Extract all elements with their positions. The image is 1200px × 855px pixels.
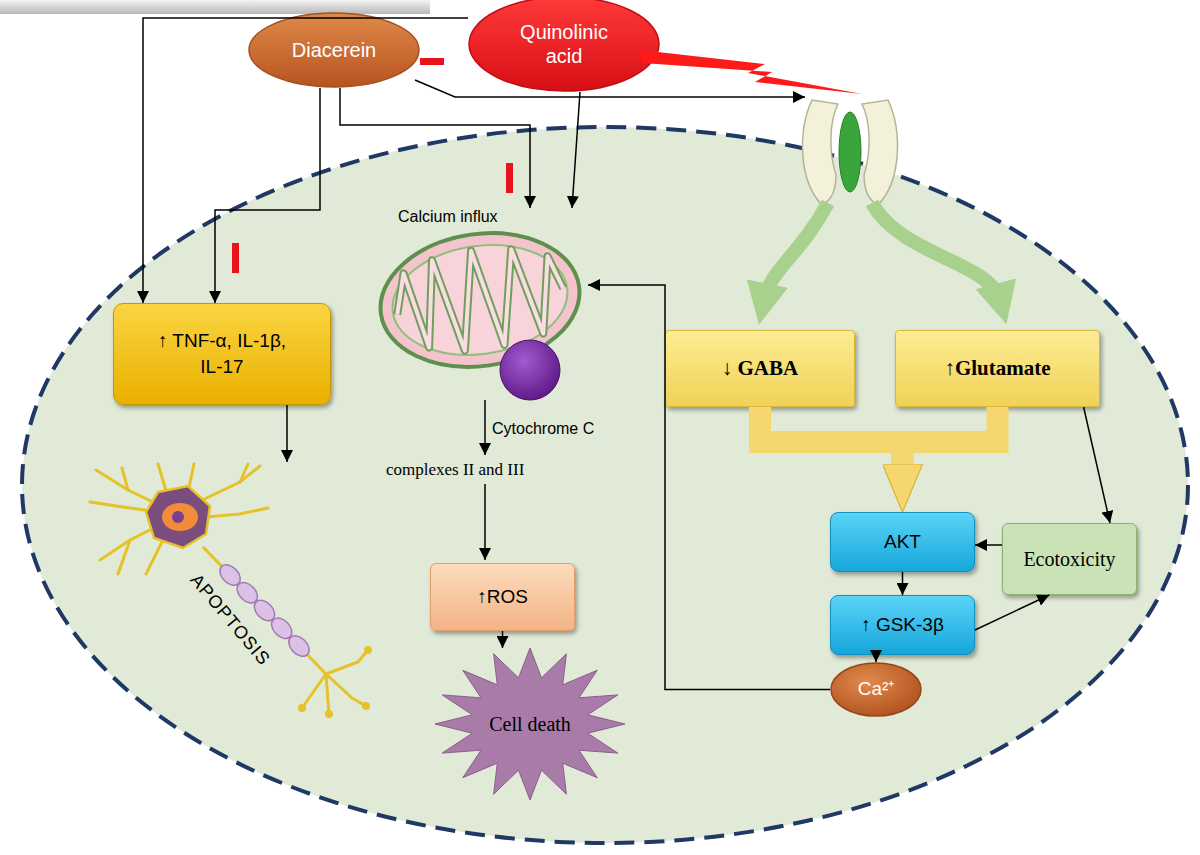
- pathway-connector: [215, 88, 320, 303]
- release-arrow: [764, 203, 828, 300]
- ellipse-outline: [469, 0, 659, 91]
- text-holder: Cell death: [435, 648, 625, 800]
- axon-terminal: [326, 674, 366, 706]
- receptor-channel: [803, 100, 838, 205]
- channel-pore: [839, 112, 861, 192]
- drug-ellipse: Diacerein: [248, 12, 420, 88]
- node-text: Cell death: [489, 713, 571, 736]
- dendrite: [122, 468, 128, 490]
- inhibition-bar: [232, 243, 239, 273]
- shape-outline: [378, 208, 588, 408]
- inhibition-bar: [506, 163, 513, 193]
- pathway-connector: [760, 407, 903, 482]
- nucleus: [162, 503, 198, 531]
- text-holder: ↓ GABA: [666, 331, 854, 406]
- pathway-connector: [903, 407, 998, 482]
- pathway-connector: [975, 544, 1002, 546]
- inhibition-minus: [420, 58, 444, 65]
- node-text: ↑Glutamate: [944, 356, 1050, 381]
- terminal-knob: [325, 710, 333, 718]
- lightning-bolt: [640, 50, 862, 94]
- node-text: Quinolinic acid: [509, 20, 619, 68]
- cristae: [390, 239, 570, 359]
- kinase-box: AKT: [830, 512, 975, 572]
- effect-box: Ecotoxicity: [1002, 523, 1137, 595]
- ellipse-outline: [831, 663, 921, 716]
- toxin-ellipse: Quinolinic acid: [468, 0, 660, 92]
- text-holder: Ca²⁺: [830, 662, 922, 717]
- text-holder: ↑ TNF-α, IL-1β, IL-17: [114, 304, 330, 404]
- pathway-connector: [340, 88, 530, 208]
- cytochrome-ball: [500, 340, 560, 400]
- dendrite: [198, 466, 260, 502]
- pathway-label: complexes II and III: [386, 460, 524, 480]
- cell-boundary: [22, 127, 1188, 843]
- axon-terminal: [302, 674, 326, 708]
- nucleolus: [172, 511, 184, 523]
- neuron-illustration: APOPTOSIS: [88, 462, 368, 722]
- pathway-connector: [875, 655, 877, 662]
- node-text: Calcium influx: [398, 208, 498, 226]
- node-text: ↑ TNF-α, IL-1β, IL-17: [147, 328, 297, 379]
- text-holder: Quinolinic acid: [468, 0, 660, 92]
- pathway-connector: [902, 572, 904, 595]
- terminal-knob: [298, 704, 306, 712]
- pathway-connector: [572, 92, 580, 208]
- axon-terminal: [326, 674, 329, 714]
- cristae: [390, 239, 570, 359]
- pathway-connector: [502, 631, 504, 648]
- neurotransmitter-box: ↑Glutamate: [895, 330, 1100, 407]
- dendrite: [146, 540, 163, 574]
- pathway-connector: [975, 595, 1049, 630]
- text-holder: Diacerein: [248, 12, 420, 88]
- pathway-connector: [1084, 407, 1110, 523]
- cell-body: [146, 486, 210, 548]
- myelin-sheath: [285, 632, 313, 660]
- pathway-arrow: [484, 484, 486, 560]
- dendrite: [118, 540, 130, 574]
- star-outline: [435, 648, 625, 800]
- text-holder: ↑ GSK-3β: [831, 596, 974, 654]
- terminal-knob: [362, 702, 370, 710]
- node-text: Diacerein: [292, 38, 376, 62]
- receptor-channel: [862, 100, 897, 205]
- text-holder: Ecotoxicity: [1003, 524, 1136, 594]
- ros-box: ↑ROS: [430, 563, 575, 631]
- pathway-label: Cytochrome C: [492, 420, 594, 438]
- shape-outline: [88, 462, 368, 722]
- axon-terminal: [326, 650, 368, 674]
- node-text: AKT: [884, 531, 921, 553]
- inhibition-line: [415, 80, 805, 97]
- ellipse-outline: [249, 13, 419, 87]
- dendrite: [206, 508, 268, 517]
- pathway-connector: [143, 18, 468, 303]
- pathway-connector: [286, 405, 288, 462]
- text-holder: ↑ROS: [431, 564, 574, 630]
- node-text: ↓ GABA: [722, 356, 798, 381]
- mitochondrion: Calcium influx: [378, 208, 588, 408]
- text-holder: ↑Glutamate: [896, 331, 1099, 406]
- node-text: Ecotoxicity: [1023, 548, 1115, 571]
- pathway-connector: [588, 285, 830, 690]
- text-holder: Calcium influx: [398, 208, 498, 226]
- kinase-box: ↑ GSK-3β: [830, 595, 975, 655]
- node-text: ↑ GSK-3β: [861, 614, 944, 636]
- release-arrow: [872, 203, 1000, 300]
- node-text: Ca²⁺: [858, 678, 895, 701]
- terminal-knob: [364, 646, 372, 654]
- dendrite: [240, 464, 248, 482]
- node-text: ↑ROS: [477, 586, 528, 608]
- text-holder: AKT: [831, 513, 974, 571]
- pathway-arrow: [484, 400, 486, 455]
- neurotransmitter-box: ↓ GABA: [665, 330, 855, 407]
- ion-ellipse: Ca²⁺: [830, 662, 922, 717]
- cytokine-box: ↑ TNF-α, IL-1β, IL-17: [113, 303, 331, 405]
- top-shadow-bar: [0, 0, 430, 14]
- cell-death-star: Cell death: [435, 648, 625, 800]
